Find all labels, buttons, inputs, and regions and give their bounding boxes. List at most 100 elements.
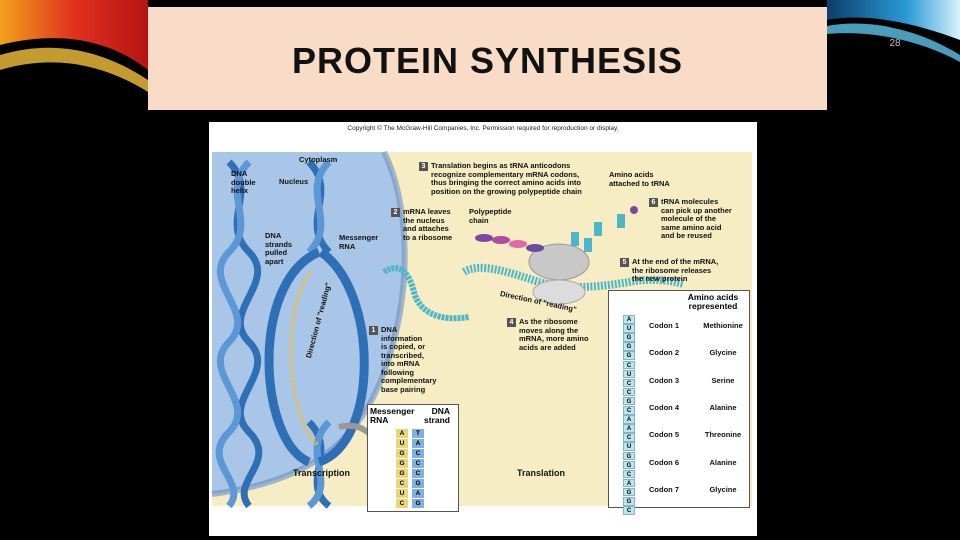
rna-base: U [396,439,408,448]
dna-base: C [412,459,424,468]
dna-base: C [412,449,424,458]
mrna-base: A [623,478,635,488]
dna-double-helix [215,159,263,509]
step-5: 5 At the end of the mRNA,the ribosome re… [620,257,718,284]
mrna-base: G [623,487,635,497]
dna-strand-right [317,248,369,467]
codon-label: Codon 1 [649,321,679,330]
nuclear-membrane [211,150,408,497]
dna-base: A [412,439,424,448]
codon-label: Codon 7 [649,484,679,494]
mrna-base: G [623,451,635,460]
codon-row: Codon 2 Glycine [649,346,749,360]
dna-base: G [412,499,424,508]
mrna-base: C [623,506,635,515]
amino-acid-label: Threonine [704,430,742,440]
step-number: 1 [369,326,378,335]
label-transcription: Transcription [293,468,351,478]
mrna-base: U [623,369,635,379]
polypeptide-chain [475,234,544,252]
rna-base: G [396,469,408,478]
mrna-exiting [382,265,470,322]
title-box: PROTEIN SYNTHESIS [148,7,827,110]
mrna-being-made [289,270,319,446]
rna-base: C [396,479,408,488]
codon-row: Codon 3 Serine [649,374,749,388]
rna-base: C [396,499,408,508]
mrna-base: C [623,433,635,442]
codon-row: Codon 7 Glycine [649,483,749,497]
label-translation: Translation [517,468,566,478]
mrna-base: A [623,415,635,424]
slide-number: 28 [889,38,901,49]
mrna-base: C [623,387,635,397]
dna-base: T [412,429,424,438]
mrna-base: G [623,333,635,342]
mrna-base: G [623,351,635,360]
mrna-base: G [623,342,635,351]
rna-base: U [396,489,408,498]
label-cytoplasm: Cytoplasm [299,155,338,164]
dna-base: G [412,479,424,488]
amino-acid-label: Glycine [709,348,737,358]
label-nucleus: Nucleus [279,177,309,186]
mrna-base: A [623,424,635,433]
codon-label: Codon 5 [649,430,679,440]
mrna-base: U [623,442,635,451]
copyright-notice: Copyright © The McGraw-Hill Companies, I… [347,125,619,132]
codon-label: Codon 2 [649,348,679,358]
mrna-base: G [623,396,635,406]
codon-row: Codon 5 Threonine [649,428,749,442]
amino-acid-label: Serine [711,375,735,385]
amino-acid-label: Alanine [709,457,737,467]
dna-base: C [412,469,424,478]
codon-row: Codon 6 Alanine [649,456,749,470]
mrna-base: C [623,360,635,369]
rna-base: G [396,449,408,458]
dna-helix-right [306,159,332,509]
mrna-base: C [623,469,635,479]
slide-title: PROTEIN SYNTHESIS [291,40,684,81]
codon-label: Codon 6 [649,457,679,467]
mrna-base: U [623,324,635,333]
mrna-base: C [623,378,635,388]
mrna-strand [461,263,686,291]
codon-label: Codon 3 [649,375,679,385]
mrna-base: G [623,497,635,506]
codon-row: Codon 1 Methionine [649,319,749,333]
dna-base: A [412,489,424,498]
mrna-base: G [623,460,635,470]
amino-acid-label: Methionine [703,321,743,330]
rna-base: A [396,429,408,438]
ribosome-small [532,279,586,305]
codon-label: Codon 4 [649,402,679,412]
amino-acid-label: Glycine [709,484,737,494]
mrna-base: A [623,315,635,324]
decorative-swoosh [0,0,960,92]
trna-molecules [571,206,638,252]
protein-synthesis-figure: Copyright © The McGraw-Hill Companies, I… [209,122,757,536]
rna-base: G [396,459,408,468]
dna-strand-left [264,247,322,467]
